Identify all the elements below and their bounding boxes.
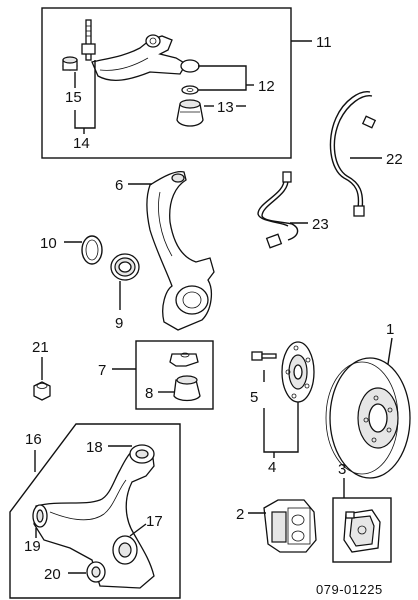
callout-3: 3 (338, 461, 346, 478)
brake-disc-1: 1 (325, 321, 411, 479)
callout-19: 19 (24, 538, 41, 555)
bushing-20 (86, 561, 106, 583)
hub-group: 5 4 (250, 341, 315, 476)
callout-2: 2 (236, 506, 244, 523)
brake-hose-23: 23 (257, 171, 329, 249)
callout-1: 1 (386, 321, 394, 338)
nut-21: 21 (32, 339, 51, 401)
callout-11: 11 (316, 34, 332, 51)
snap-ring-10: 10 (40, 235, 103, 265)
diagram-code: 079-01225 (316, 582, 383, 597)
steering-knuckle-6: 6 (115, 170, 215, 331)
callout-6: 6 (115, 177, 123, 194)
abs-sensor-22: 22 (329, 91, 403, 217)
leader-17 (129, 523, 147, 537)
upper-arm-frame (41, 7, 292, 159)
leader-12 (198, 65, 247, 91)
nut-12 (181, 85, 199, 95)
bushing-18 (129, 444, 155, 464)
brake-caliper-2: 2 (236, 499, 317, 553)
callout-22: 22 (386, 151, 403, 168)
bushing-19 (32, 504, 48, 528)
wheel-hub (281, 341, 315, 403)
upper-control-arm (91, 34, 200, 82)
callout-20: 20 (44, 566, 61, 583)
callout-10: 10 (40, 235, 57, 252)
callout-15: 15 (65, 89, 82, 106)
brake-pads-3: 3 (332, 461, 392, 563)
callout-17: 17 (146, 513, 163, 530)
wheel-bearing-9: 9 (110, 253, 140, 332)
arm-boss-17 (112, 535, 138, 565)
ball-joint-frame (135, 340, 214, 410)
callout-14: 14 (73, 135, 90, 152)
callout-12: 12 (258, 78, 275, 95)
callout-13: 13 (217, 99, 234, 116)
callout-16: 16 (25, 431, 42, 448)
bushing-15 (62, 56, 78, 71)
brake-pads-frame (332, 497, 392, 563)
lower-arm-frame (9, 423, 181, 599)
lower-arm-group: 16 17 18 19 20 (9, 423, 181, 599)
upper-arm-group: 11 (41, 7, 332, 159)
callout-5: 5 (250, 389, 258, 406)
callout-8: 8 (145, 385, 153, 402)
leader-14 (74, 60, 96, 129)
upper-arm-bolt (81, 19, 96, 61)
callout-7: 7 (98, 362, 106, 379)
callout-18: 18 (86, 439, 103, 456)
callout-9: 9 (115, 315, 123, 332)
callout-21: 21 (32, 339, 49, 356)
leader-1 (387, 337, 393, 365)
callout-23: 23 (312, 216, 329, 233)
wheel-stud-5 (251, 351, 277, 361)
boot-13 (176, 99, 204, 127)
leader-4 (263, 402, 299, 453)
callout-4: 4 (268, 459, 276, 476)
ball-joint-group: 7 8 (98, 340, 214, 410)
